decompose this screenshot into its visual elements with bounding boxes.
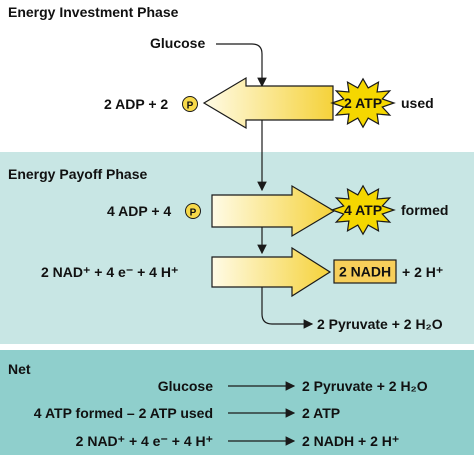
net-row-3-left: 2 NAD⁺ + 4 e⁻ + 4 H⁺ <box>76 433 213 449</box>
pyruvate-label: 2 Pyruvate + 2 H₂O <box>317 316 443 332</box>
net-row-3-right: 2 NADH + 2 H⁺ <box>302 433 399 449</box>
phosphate-icon-2 <box>185 203 201 219</box>
net-section-bg <box>0 350 474 455</box>
payoff-atp-label: 4 ATP <box>344 202 382 218</box>
investment-section-bg <box>0 0 474 152</box>
net-row-2-right: 2 ATP <box>302 405 340 421</box>
phosphate-icon <box>182 96 198 112</box>
investment-adp-label: 2 ADP + 2 <box>104 96 168 112</box>
payoff-title: Energy Payoff Phase <box>8 166 147 182</box>
section-divider <box>0 344 474 350</box>
net-title: Net <box>8 361 31 377</box>
pyruvate-flow-line <box>261 287 314 329</box>
investment-title: Energy Investment Phase <box>8 4 179 20</box>
investment-atp-label: 2 ATP <box>344 95 382 111</box>
investment-block-arrow <box>202 76 334 130</box>
phosphate-symbol-2: P <box>190 208 197 219</box>
atp-starburst-icon <box>330 77 396 129</box>
investment-atp-word: used <box>401 95 434 111</box>
net-row-1-left: Glucose <box>158 378 213 394</box>
payoff-nadh-block-arrow <box>211 246 332 298</box>
glucose-flow-line <box>216 43 267 88</box>
payoff-adp-label: 4 ADP + 4 <box>107 203 171 219</box>
nadh-box-label: 2 NADH <box>339 264 391 280</box>
glucose-label: Glucose <box>150 35 205 51</box>
net-row-2-left: 4 ATP formed – 2 ATP used <box>34 405 213 421</box>
payoff-atp-block-arrow <box>211 184 336 238</box>
payoff-nad-label: 2 NAD⁺ + 4 e⁻ + 4 H⁺ <box>41 264 178 280</box>
phosphate-symbol: P <box>187 101 194 112</box>
nadh-right-label: + 2 H⁺ <box>402 264 443 280</box>
atp-formed-starburst-icon <box>330 184 396 236</box>
payoff-atp-word: formed <box>401 202 448 218</box>
nadh-box <box>333 259 397 284</box>
payoff-section-bg <box>0 152 474 344</box>
net-row-1-right: 2 Pyruvate + 2 H₂O <box>302 378 428 394</box>
